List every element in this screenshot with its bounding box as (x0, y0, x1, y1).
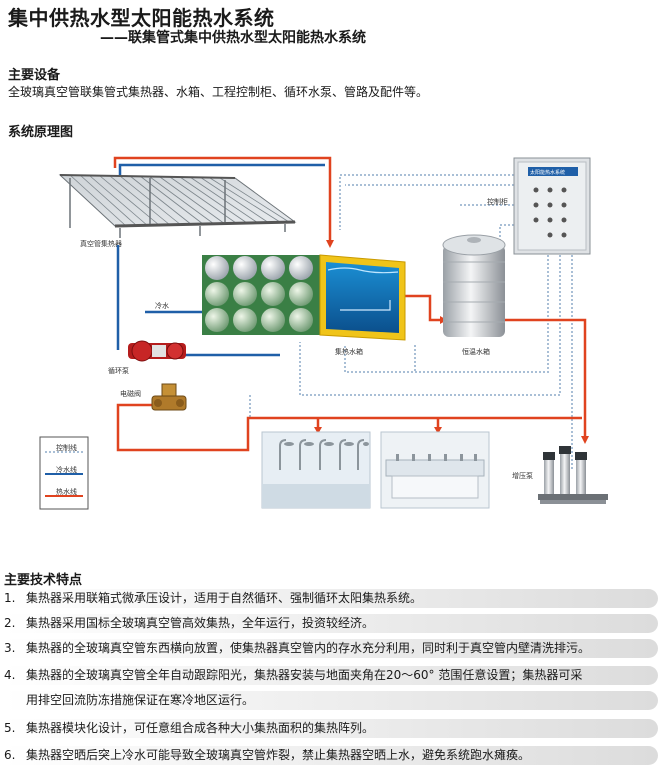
hot-arrows (314, 240, 589, 444)
page-subtitle: ——联集管式集中供热水型太阳能热水系统 (100, 30, 366, 46)
valve-label: 电磁阀 (120, 389, 141, 398)
feature-item-5: 5. 集热器模块化设计，可任意组合成各种大小集热面积的集热阵列。 (4, 719, 658, 738)
legend-cold-label: 冷水线 (56, 465, 77, 474)
feature-text: 集热器的全玻璃真空管东西横向放置，使集热器真空管内的存水充分利用，同时利于真空管… (26, 641, 591, 655)
cold-water-lines (116, 163, 325, 357)
solenoid-valve (151, 383, 187, 411)
collector-array (58, 174, 297, 238)
collector-label: 真空管集热器 (80, 239, 122, 248)
washroom (380, 431, 490, 509)
control-cabinet-label: 控制柜 (487, 197, 508, 206)
system-diagram: 真空管集热器 冷水 (39, 156, 608, 510)
shower-room (261, 431, 371, 509)
cold-water-label: 冷水 (155, 301, 169, 310)
booster-pump (538, 446, 608, 504)
feature-text: 集热器空晒后突上冷水可能导致全玻璃真空管炸裂，禁止集热器空晒上水，避免系统跑水瘫… (26, 748, 531, 762)
equipment-text: 全玻璃真空管联集管式集热器、水箱、工程控制柜、循环水泵、管路及配件等。 (8, 85, 429, 99)
control-cabinet (513, 157, 591, 255)
feature-number: 1. (4, 591, 16, 605)
diagram-heading: 系统原理图 (8, 125, 74, 140)
hot-water-lines (113, 156, 587, 452)
feature-number: 5. (4, 721, 16, 735)
legend-hot-label: 热水线 (56, 487, 77, 496)
feature-item-2: 2. 集热器采用国标全玻璃真空管高效集热，全年运行，投资较经济。 (4, 614, 658, 633)
legend: 控制线 冷水线 热水线 (39, 436, 89, 510)
feature-item-6: 6. 集热器空晒后突上冷水可能导致全玻璃真空管炸裂，禁止集热器空晒上水，避免系统跑… (4, 746, 658, 765)
feature-item-3: 3. 集热器的全玻璃真空管东西横向放置，使集热器真空管内的存水充分利用，同时利于真… (4, 639, 658, 658)
pump-label: 循环泵 (108, 366, 129, 375)
feature-text: 集热器的全玻璃真空管全年自动跟踪阳光，集热器安装与地面夹角在20～60° 范围任… (26, 668, 583, 682)
feature-item-4-cont: 用排空回流防冻措施保证在寒冷地区运行。 (4, 691, 658, 710)
feature-text: 集热器采用国标全玻璃真空管高效集热，全年运行，投资较经济。 (26, 616, 375, 630)
features-heading: 主要技术特点 (4, 573, 83, 588)
control-lines (249, 174, 573, 470)
feature-number: 3. (4, 641, 16, 655)
feature-item-4: 4. 集热器的全玻璃真空管全年自动跟踪阳光，集热器安装与地面夹角在20～60° 范… (4, 666, 658, 685)
legend-control-label: 控制线 (56, 443, 77, 452)
page-title: 集中供热水型太阳能热水系统 (8, 6, 275, 30)
heat-tank-label: 恒温水箱 (462, 347, 490, 356)
storage-tank (202, 254, 406, 341)
circulation-pump (128, 340, 186, 362)
feature-text: 集热器模块化设计，可任意组合成各种大小集热面积的集热阵列。 (26, 721, 375, 735)
equipment-heading: 主要设备 (8, 68, 61, 83)
feature-number: 6. (4, 748, 16, 762)
feature-number: 4. (4, 668, 16, 682)
heat-tank (442, 234, 506, 337)
cabinet-plate-label: 太阳能热水系统 (530, 169, 565, 176)
feature-item-1: 1. 集热器采用联箱式微承压设计，适用于自然循环、强制循环太阳集热系统。 (4, 589, 658, 608)
storage-tank-label: 集热水箱 (335, 347, 363, 356)
booster-pump-label: 增压泵 (512, 471, 533, 480)
feature-text: 用排空回流防冻措施保证在寒冷地区运行。 (26, 693, 255, 707)
feature-number: 2. (4, 616, 16, 630)
feature-text: 集热器采用联箱式微承压设计，适用于自然循环、强制循环太阳集热系统。 (26, 591, 423, 605)
